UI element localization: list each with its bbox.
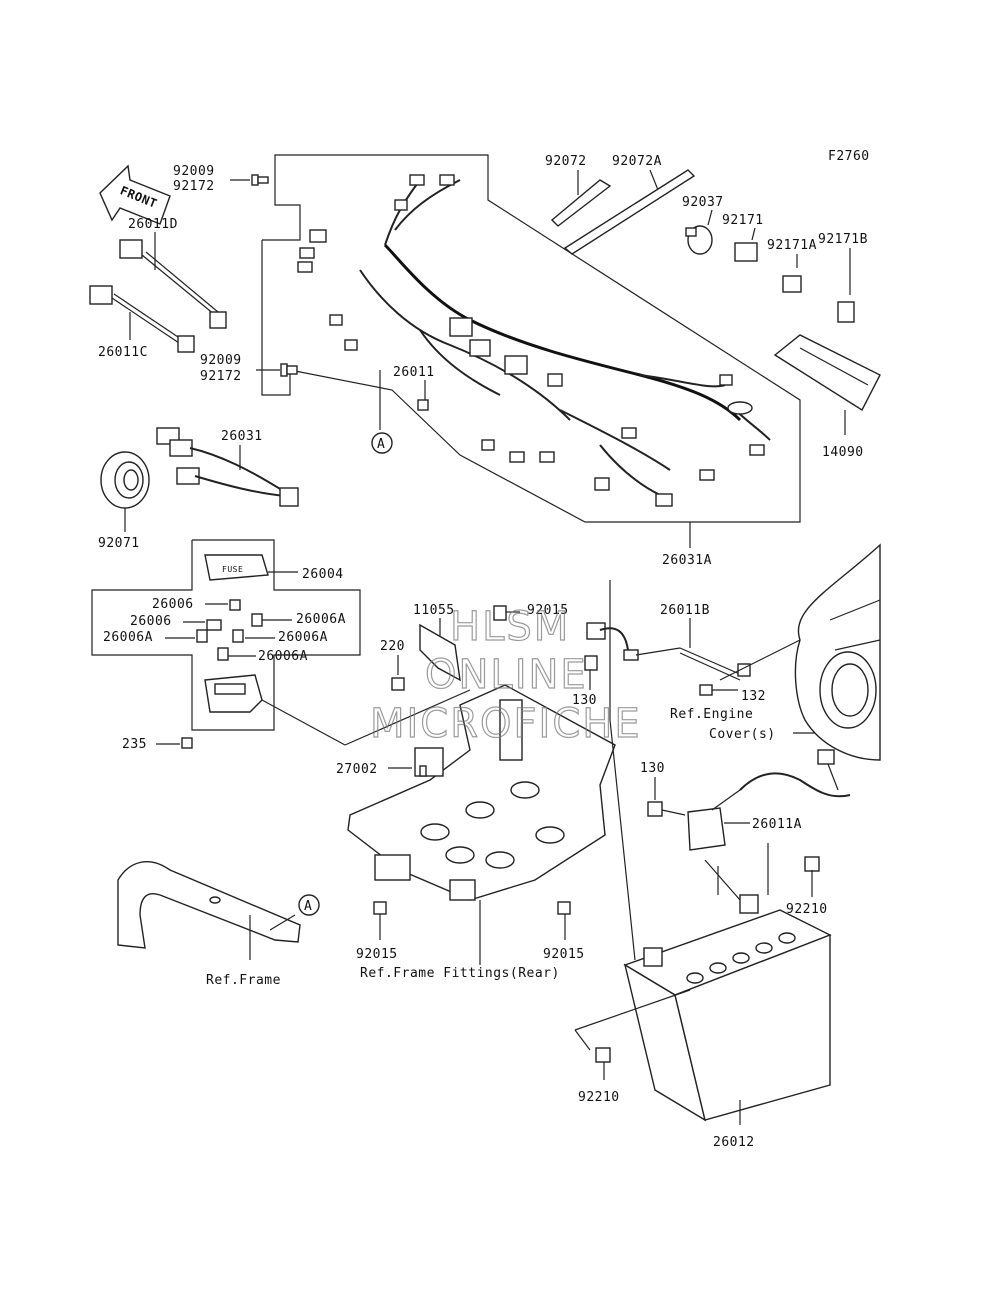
label-92171: 92171 bbox=[722, 213, 764, 228]
label-92071: 92071 bbox=[98, 536, 140, 551]
harness-group-outline bbox=[261, 154, 801, 523]
nut-92015-top bbox=[493, 605, 507, 621]
label-26006-a: 26006 bbox=[152, 597, 194, 612]
fuse-26006-a bbox=[229, 599, 241, 611]
label-92015-top: 92015 bbox=[527, 603, 569, 618]
fuse-26006A-r2 bbox=[232, 629, 244, 643]
clip-92171 bbox=[734, 227, 758, 262]
nut-92015-r bbox=[557, 901, 571, 915]
label-92009-top: 92009 bbox=[173, 164, 215, 179]
fuse-cover-label: FUSE bbox=[222, 565, 243, 574]
label-26006A-r3: 26006A bbox=[258, 649, 308, 664]
lead-26011C bbox=[89, 285, 195, 353]
lead-26031 bbox=[156, 427, 299, 507]
label-92171B: 92171B bbox=[818, 232, 868, 247]
label-92015-l: 92015 bbox=[356, 947, 398, 962]
label-235: 235 bbox=[122, 737, 147, 752]
label-92210-r: 92210 bbox=[786, 902, 828, 917]
label-130-b: 130 bbox=[640, 761, 665, 776]
fuse-26006A-r1 bbox=[251, 613, 263, 627]
relay-27002 bbox=[414, 747, 444, 777]
label-26006A-r2: 26006A bbox=[278, 630, 328, 645]
label-26004: 26004 bbox=[302, 567, 344, 582]
watermark-line-3: MICROFICHE bbox=[370, 701, 642, 747]
callout-a-top bbox=[371, 432, 393, 454]
label-26011B: 26011B bbox=[660, 603, 710, 618]
clip-92171B bbox=[837, 248, 855, 323]
cable-tie-92072A bbox=[563, 169, 696, 255]
label-92172-top: 92172 bbox=[173, 179, 215, 194]
label-ref-frame: Ref.Frame bbox=[206, 973, 281, 988]
label-26006A-r1: 26006A bbox=[296, 612, 346, 627]
watermark-line-1: HLSM bbox=[450, 604, 570, 650]
fuse-group-outline bbox=[91, 539, 361, 731]
front-arrow-icon: FRONT bbox=[99, 164, 171, 225]
figure-code: F2760 bbox=[828, 149, 870, 164]
frame-section bbox=[117, 861, 301, 960]
bolt-130-b bbox=[647, 801, 663, 817]
bolt-132 bbox=[699, 684, 713, 696]
label-ref-frame-fittings: Ref.Frame Fittings(Rear) bbox=[360, 966, 560, 981]
nut-92210-b bbox=[595, 1047, 611, 1063]
callout-a-top-label: A bbox=[377, 437, 385, 452]
label-26011D: 26011D bbox=[128, 217, 178, 232]
bolt-92009-top bbox=[251, 174, 269, 186]
label-26031: 26031 bbox=[221, 429, 263, 444]
clip-92171A bbox=[782, 254, 802, 293]
label-26006A-l: 26006A bbox=[103, 630, 153, 645]
label-130-a: 130 bbox=[572, 693, 597, 708]
bolt-220 bbox=[391, 677, 405, 691]
label-92072A: 92072A bbox=[612, 154, 662, 169]
label-92210-b: 92210 bbox=[578, 1090, 620, 1105]
nut-92210-r bbox=[804, 856, 820, 872]
fuse-26006-b bbox=[206, 619, 222, 631]
label-92172-mid: 92172 bbox=[200, 369, 242, 384]
fuse-26006A-l bbox=[196, 629, 208, 643]
cable-tie-92072 bbox=[550, 170, 612, 227]
label-92037: 92037 bbox=[682, 195, 724, 210]
cover-14090 bbox=[773, 334, 881, 435]
label-92072: 92072 bbox=[545, 154, 587, 169]
label-27002: 27002 bbox=[336, 762, 378, 777]
label-26011A: 26011A bbox=[752, 817, 802, 832]
label-26031A: 26031A bbox=[662, 553, 712, 568]
fuse-box-base bbox=[204, 674, 263, 713]
label-ref-engine-cover-1: Ref.Engine bbox=[670, 707, 753, 722]
label-220: 220 bbox=[380, 639, 405, 654]
nut-92015-l bbox=[373, 901, 387, 915]
label-11055: 11055 bbox=[413, 603, 455, 618]
label-132: 132 bbox=[741, 689, 766, 704]
bolt-92009-mid bbox=[280, 363, 298, 377]
engine-cover bbox=[794, 543, 881, 761]
label-92015-r: 92015 bbox=[543, 947, 585, 962]
lead-26011D bbox=[119, 232, 227, 329]
label-ref-engine-cover-2: Cover(s) bbox=[709, 727, 776, 742]
watermark-line-2: ONLINE bbox=[425, 652, 588, 698]
battery-tray bbox=[347, 684, 616, 901]
label-26011: 26011 bbox=[393, 365, 435, 380]
bracket-11055 bbox=[419, 623, 461, 682]
callout-a-bottom-label: A bbox=[304, 899, 312, 914]
label-14090: 14090 bbox=[822, 445, 864, 460]
grommet-92071 bbox=[100, 451, 150, 532]
fuse-box-cover-26004: FUSE bbox=[204, 554, 269, 581]
main-wiring-harness bbox=[297, 174, 771, 507]
clamp-92037 bbox=[685, 209, 713, 255]
ground-lead-26011B bbox=[586, 622, 751, 681]
label-92009-mid: 92009 bbox=[200, 353, 242, 368]
label-26011C: 26011C bbox=[98, 345, 148, 360]
label-92171A: 92171A bbox=[767, 238, 817, 253]
bolt-130-a bbox=[584, 655, 598, 671]
watermark: HLSM ONLINE MICROFICHE bbox=[369, 603, 642, 747]
label-26012: 26012 bbox=[713, 1135, 755, 1150]
battery-cable-26011A bbox=[687, 749, 851, 851]
label-26006-b: 26006 bbox=[130, 614, 172, 629]
callout-a-bottom bbox=[298, 894, 320, 916]
fuse-26006A-r3 bbox=[217, 647, 229, 661]
battery-26012 bbox=[623, 894, 832, 1122]
screw-235 bbox=[181, 737, 193, 749]
